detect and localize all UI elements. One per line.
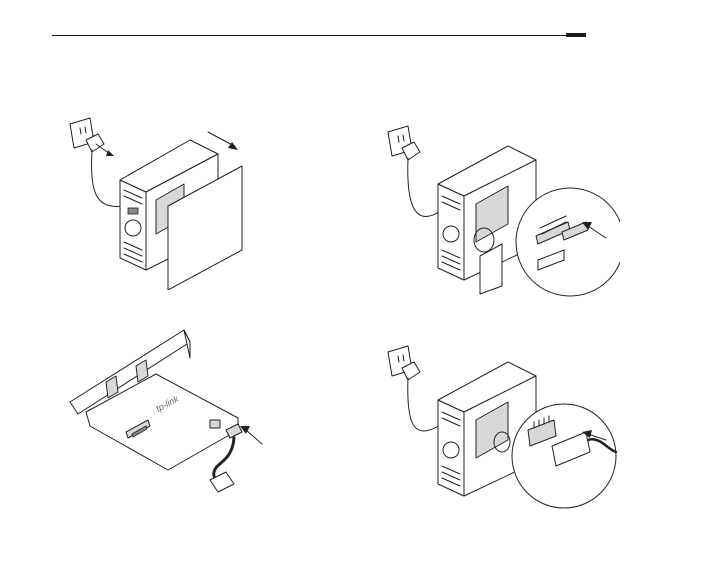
panel-step-1 xyxy=(60,110,260,290)
pcie-card: tp-link xyxy=(70,330,238,470)
power-cable xyxy=(408,158,442,217)
zoom-circle xyxy=(516,188,620,296)
slide-arrow-icon xyxy=(208,132,238,150)
power-cable xyxy=(408,378,442,431)
zoom-circle xyxy=(512,404,616,508)
power-cable xyxy=(92,150,124,207)
panel-step-3: tp-link xyxy=(66,322,276,502)
header-rule xyxy=(52,35,566,36)
attach-arrow-icon xyxy=(240,426,262,444)
panel-step-2 xyxy=(380,118,620,298)
panel-step-4 xyxy=(380,340,620,520)
header-rule-tab xyxy=(566,33,586,37)
